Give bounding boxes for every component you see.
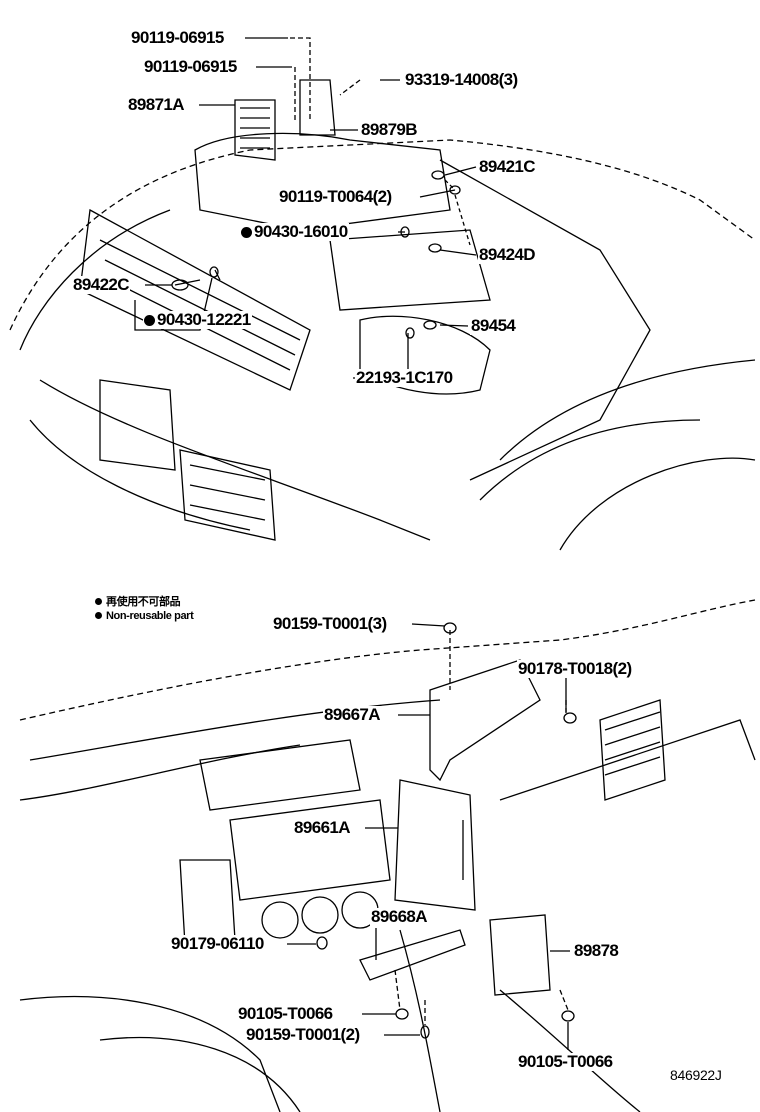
part-label-89454: 89454 [470, 316, 517, 335]
part-label-90179-06110: 90179-06110 [170, 934, 265, 953]
part-label-89422C: 89422C [72, 275, 130, 294]
part-label-90159-T0001-3: 90159-T0001(3) [272, 614, 388, 633]
bullet-icon [95, 598, 102, 605]
legend-japanese: 再使用不可部品 [95, 593, 181, 609]
illustration-code: 846922J [670, 1067, 722, 1083]
part-label-89667A: 89667A [323, 705, 381, 724]
part-label-22193-1C170: 22193-1C170 [355, 368, 454, 387]
part-label-89879B: 89879B [360, 120, 418, 139]
dashboard-illustration [19, 599, 756, 1112]
non-reusable-dot-icon [144, 315, 155, 326]
leader-lines-dash [287, 623, 570, 1050]
part-label-90105-T0066: 90105-T0066 [237, 1004, 334, 1023]
bullet-icon [95, 612, 102, 619]
part-label-89871A: 89871A [127, 95, 185, 114]
legend-english: Non-reusable part [95, 610, 194, 622]
part-label-93319-14008: 93319-14008(3) [404, 70, 519, 89]
part-label-90430-12221: 90430-12221 [143, 311, 252, 329]
part-label-89421C: 89421C [478, 157, 536, 176]
part-label-90430-16010: 90430-16010 [240, 223, 349, 241]
part-label-90119-06915: 90119-06915 [130, 28, 225, 47]
part-label-89661A: 89661A [293, 818, 351, 837]
engine-bay-illustration [9, 37, 756, 551]
part-label-90178-T0018: 90178-T0018(2) [517, 659, 633, 678]
part-label-90159-T0001-2: 90159-T0001(2) [245, 1025, 361, 1044]
part-label-90119-06915: 90119-06915 [143, 57, 238, 76]
part-label-89878: 89878 [573, 941, 620, 960]
part-label-90105-T0066: 90105-T0066 [517, 1052, 614, 1071]
part-label-89668A: 89668A [370, 907, 428, 926]
part-label-89424D: 89424D [478, 245, 536, 264]
non-reusable-dot-icon [241, 227, 252, 238]
part-label-90119-T0064: 90119-T0064(2) [278, 187, 393, 206]
